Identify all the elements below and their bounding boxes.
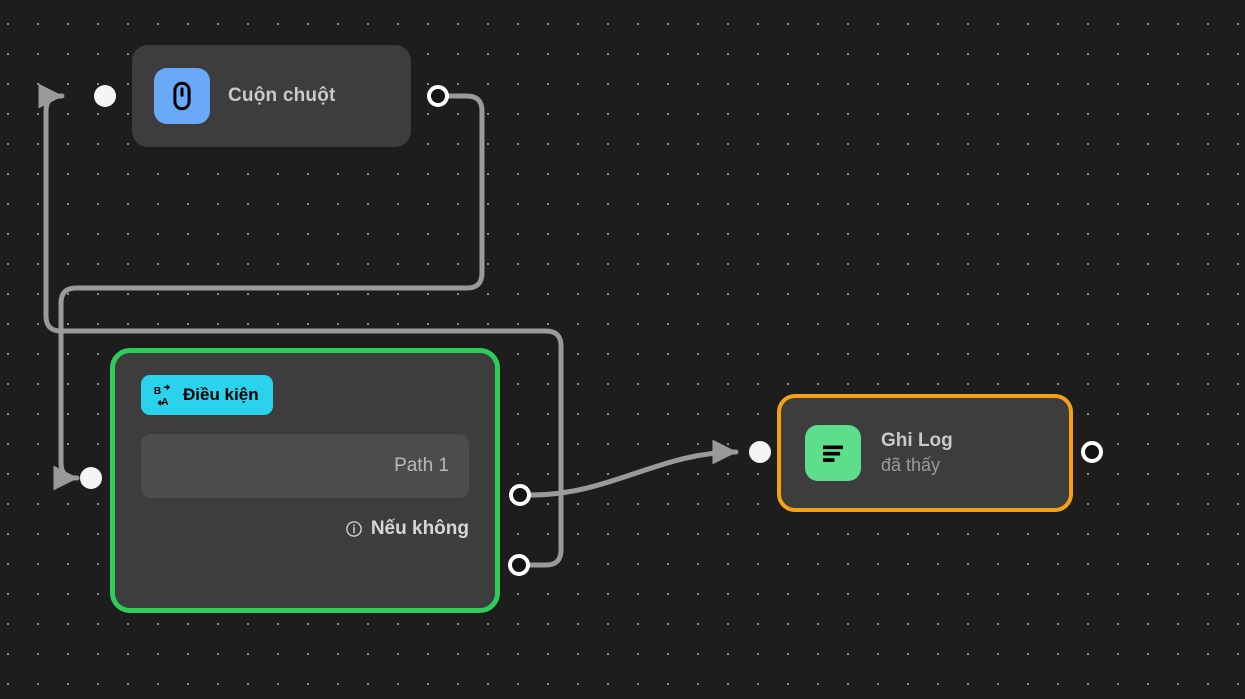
log-node-title: Ghi Log	[881, 430, 953, 452]
else-label: Nếu không	[370, 518, 469, 539]
edge-path1-to-log	[529, 439, 739, 498]
svg-text:B: B	[154, 386, 161, 397]
port-in-mouse[interactable]	[94, 85, 116, 107]
port-in-log[interactable]	[749, 441, 771, 463]
condition-badge[interactable]: B A Điều kiện	[141, 375, 273, 415]
svg-text:A: A	[161, 397, 169, 406]
mouse-icon	[154, 68, 210, 124]
node-title: Cuộn chuột	[228, 85, 336, 106]
condition-else-row[interactable]: Nếu không	[141, 518, 469, 540]
port-out-else[interactable]	[508, 554, 530, 576]
node-cuon-chuot[interactable]: Cuộn chuột	[132, 45, 411, 147]
path-label: Path 1	[394, 455, 449, 476]
log-node-subtitle: đã thấy	[881, 454, 941, 475]
info-circle-icon	[345, 520, 363, 538]
port-out-path1[interactable]	[509, 484, 531, 506]
node-ghi-log[interactable]: Ghi Log đã thấy	[777, 394, 1073, 512]
log-lines-icon	[805, 425, 861, 481]
condition-badge-label: Điều kiện	[183, 385, 259, 404]
port-in-condition[interactable]	[80, 467, 102, 489]
branch-translate-icon: B A	[153, 384, 175, 406]
condition-path-row[interactable]: Path 1	[141, 434, 469, 498]
port-out-mouse[interactable]	[427, 85, 449, 107]
node-dieu-kien[interactable]: B A Điều kiện Path 1 Nếu không	[110, 348, 500, 613]
port-out-log[interactable]	[1081, 441, 1103, 463]
